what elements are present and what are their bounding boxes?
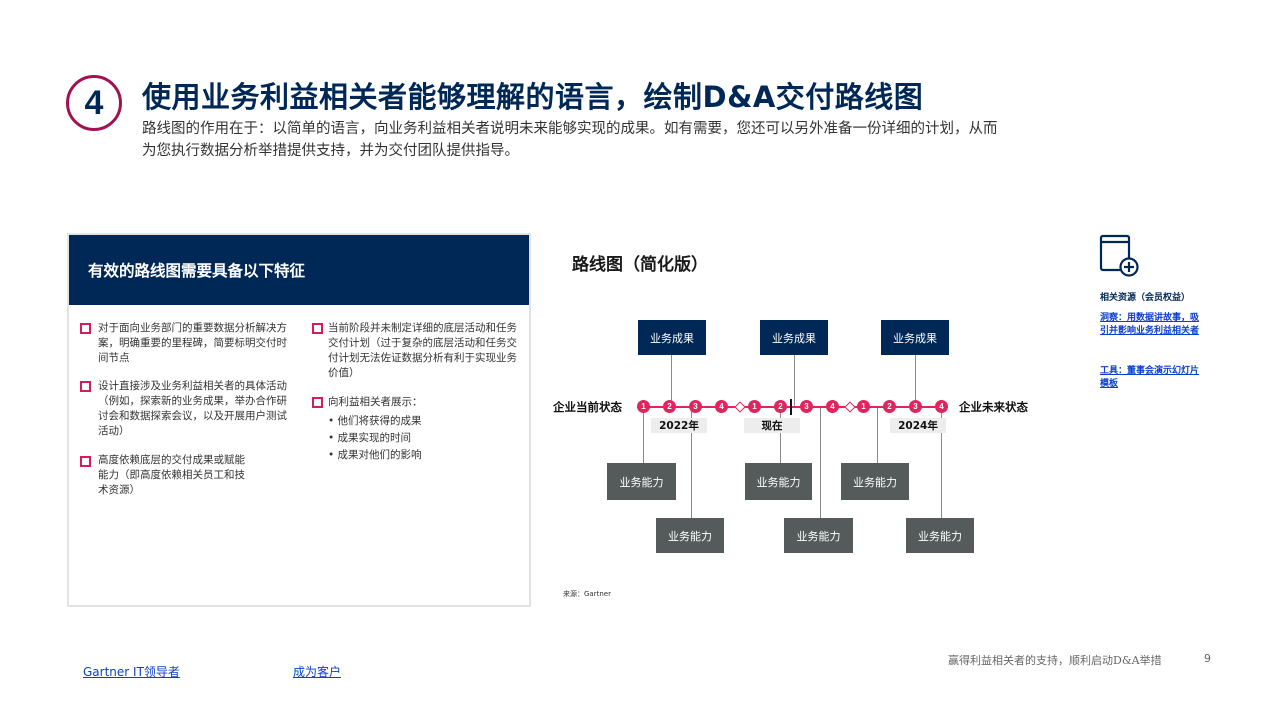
become-client-link[interactable]: 成为客户 (293, 665, 342, 679)
milestone-1-icon: 1 (748, 400, 761, 413)
checkbox-icon (312, 397, 323, 408)
resource-link-board-template[interactable]: 工具：董事会演示幻灯片模板 (1100, 366, 1200, 389)
card-header (69, 235, 529, 305)
milestone-2-icon: 2 (883, 400, 896, 413)
checkbox-icon (80, 456, 91, 467)
end-state-label: 企业未来状态 (959, 400, 1028, 414)
start-state-label: 企业当前状态 (553, 400, 622, 414)
connector-line (877, 407, 878, 463)
diamond-icon (734, 401, 746, 413)
business-capability-box: 业务能力 (906, 518, 974, 553)
characteristic-item: 对于面向业务部门的重要数据分析解决方案，明确重要的里程碑，简要标明交付时间节点 (98, 322, 287, 364)
connector-line (671, 355, 672, 407)
milestone-3-icon: 3 (689, 400, 702, 413)
milestone-3-icon: 3 (800, 400, 813, 413)
step-number-badge: 4 (66, 75, 122, 131)
step-number: 4 (84, 83, 104, 122)
document-add-icon (1099, 234, 1139, 277)
checkbox-icon (80, 323, 91, 334)
page-number: 9 (1204, 652, 1211, 665)
business-outcome-box: 业务成果 (638, 320, 706, 355)
bullet-item: • 成果对他们的影响 (328, 449, 422, 461)
time-label-2022: 2022年 (651, 418, 707, 433)
business-outcome-box: 业务成果 (881, 320, 949, 355)
connector-line (915, 355, 916, 407)
characteristic-item: 设计直接涉及业务利益相关者的具体活动（例如，探索新的业务成果，举办合作研讨会和数… (98, 380, 287, 437)
subtitle-line-1: 路线图的作用在于：以简单的语言，向业务利益相关者说明未来能够实现的成果。如有需要… (142, 121, 998, 137)
milestone-1-icon: 1 (857, 400, 870, 413)
business-outcome-box: 业务成果 (760, 320, 828, 355)
business-capability-box: 业务能力 (841, 463, 909, 500)
business-capability-box: 业务能力 (745, 463, 812, 500)
bullet-item: • 成果实现的时间 (328, 432, 412, 444)
characteristic-item: 向利益相关者展示： (328, 396, 423, 408)
connector-line (643, 407, 644, 463)
time-label-2024: 2024年 (890, 418, 946, 433)
milestone-2-icon: 2 (663, 400, 676, 413)
now-marker (790, 399, 792, 415)
connector-line (820, 407, 821, 518)
milestone-4-icon: 4 (826, 400, 839, 413)
connector-line (794, 355, 795, 407)
page-title: 使用业务利益相关者能够理解的语言，绘制D&A交付路线图 (142, 80, 924, 114)
bullet-item: • 他们将获得的成果 (328, 415, 422, 427)
milestone-1-icon: 1 (637, 400, 650, 413)
diagram-title: 路线图（简化版） (572, 255, 708, 275)
characteristic-item: 当前阶段并未制定详细的底层活动和任务交付计划（过于复杂的底层活动和任务交付计划无… (328, 322, 517, 379)
connector-line (780, 407, 781, 463)
time-label-now: 现在 (744, 418, 800, 433)
connector-line (941, 407, 942, 518)
checkbox-icon (312, 323, 323, 334)
milestone-4-icon: 4 (935, 400, 948, 413)
footer-caption: 赢得利益相关者的支持，顺利启动D&A举措 (948, 654, 1162, 667)
diamond-icon (844, 401, 856, 413)
milestone-2-icon: 2 (774, 400, 787, 413)
timeline-line (637, 406, 948, 408)
characteristic-item: 高度依赖底层的交付成果或赋能能力（即高度依赖相关员工和技术资源） (98, 454, 245, 496)
card-title: 有效的路线图需要具备以下特征 (88, 262, 306, 280)
business-capability-box: 业务能力 (607, 463, 676, 500)
connector-line (691, 407, 692, 518)
milestone-4-icon: 4 (715, 400, 728, 413)
business-capability-box: 业务能力 (784, 518, 853, 553)
milestone-3-icon: 3 (909, 400, 922, 413)
resources-heading: 相关资源（会员权益） (1100, 293, 1191, 303)
business-capability-box: 业务能力 (656, 518, 724, 553)
subtitle-line-2: 为您执行数据分析举措提供支持，并为交付团队提供指导。 (142, 143, 519, 159)
gartner-it-leaders-link[interactable]: Gartner IT领导者 (83, 665, 180, 679)
resource-link-storytelling[interactable]: 洞察：用数据讲故事，吸引并影响业务利益相关者 (1100, 313, 1200, 336)
checkbox-icon (80, 381, 91, 392)
source-note: 来源：Gartner (563, 590, 611, 598)
